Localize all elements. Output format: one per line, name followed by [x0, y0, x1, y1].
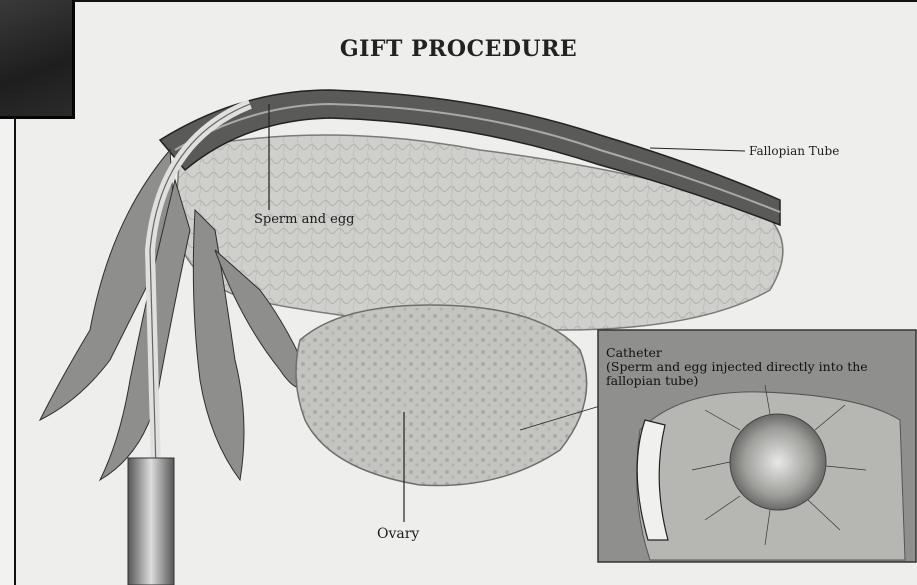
label-catheter: Catheter [606, 346, 906, 360]
label-fallopian-tube: Fallopian Tube [749, 144, 839, 158]
catheter-handle-shape [128, 458, 174, 585]
inset-caption: Catheter (Sperm and egg injected directl… [606, 346, 906, 388]
egg-cell-shape [730, 414, 826, 510]
label-catheter-note: (Sperm and egg injected directly into th… [606, 360, 906, 388]
ovary-shape [296, 305, 587, 486]
label-ovary: Ovary [377, 526, 419, 542]
label-sperm-and-egg: Sperm and egg [254, 212, 355, 227]
diagram-title: GIFT PROCEDURE [0, 36, 917, 62]
